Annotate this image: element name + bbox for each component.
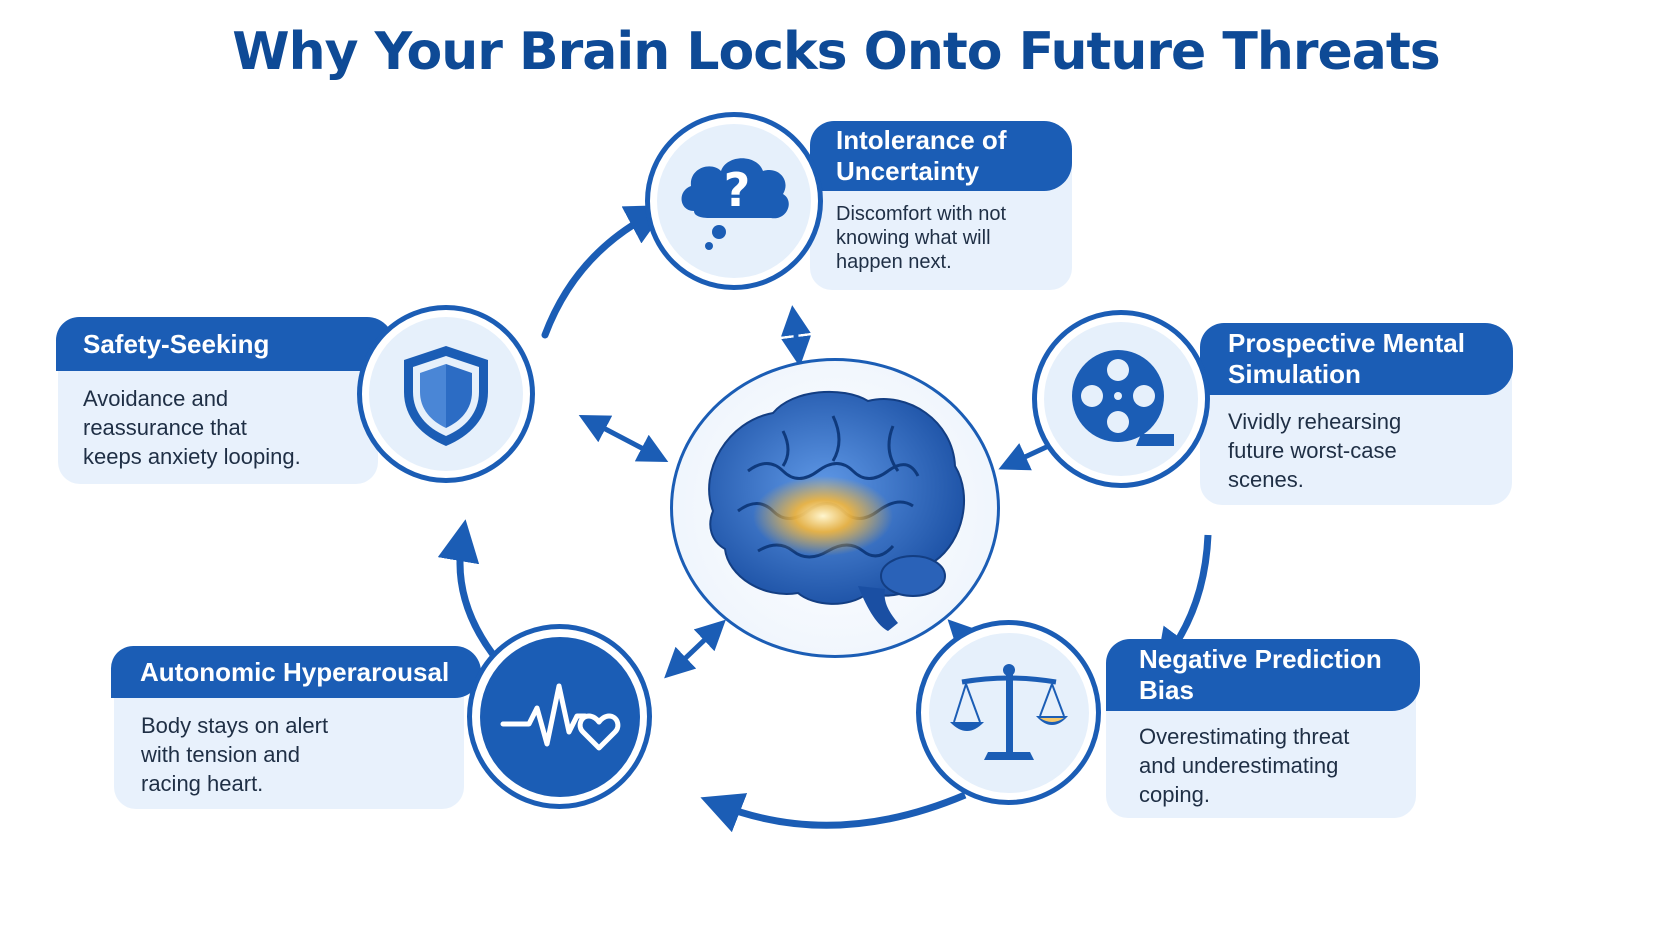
arrow-safety-to-uncertainty	[541, 205, 669, 339]
center-brain-circle	[670, 358, 1000, 658]
prediction-title-line2: Bias	[1139, 675, 1194, 705]
hyperarousal-title-line1: Autonomic Hyperarousal	[140, 656, 450, 687]
brain-icon	[708, 390, 966, 631]
simulation-title-line1: Prospective Mental	[1228, 328, 1465, 358]
node-simulation	[1032, 310, 1210, 488]
node-uncertainty: ?	[645, 112, 823, 290]
arrow-center-uncertainty	[780, 305, 812, 367]
arrow-prediction-to-hyperarousal	[700, 791, 967, 833]
node-hyperarousal	[467, 624, 652, 809]
arrow-simulation-to-prediction	[1155, 534, 1212, 672]
safety-title-line1: Safety-Seeking	[83, 328, 270, 359]
safety-description: Avoidance and reassurance that keeps anx…	[83, 386, 301, 469]
hyperarousal-title: Autonomic Hyperarousal	[111, 646, 481, 698]
prediction-title: Negative Prediction Bias	[1106, 639, 1420, 711]
uncertainty-title: Intolerance of Uncertainty	[810, 121, 1072, 191]
page-title: Why Your Brain Locks Onto Future Threats	[232, 22, 1440, 82]
uncertainty-title-line2: Uncertainty	[836, 156, 980, 186]
simulation-title-line2: Simulation	[1228, 359, 1361, 389]
arrow-center-hyperarousal	[664, 619, 726, 679]
scales-icon	[949, 663, 1068, 760]
film-reel-icon	[1072, 350, 1174, 446]
prediction-title-line1: Negative Prediction	[1139, 644, 1382, 674]
question-cloud-icon: ?	[681, 158, 789, 250]
simulation-title: Prospective Mental Simulation	[1200, 323, 1513, 395]
node-safety	[357, 305, 535, 483]
shield-icon	[404, 346, 488, 446]
hyperarousal-description: Body stays on alert with tension and rac…	[141, 713, 329, 796]
uncertainty-title-line1: Intolerance of	[836, 125, 1007, 155]
svg-text:?: ?	[724, 163, 751, 217]
prediction-description: Overestimating threat and underestimatin…	[1139, 724, 1350, 807]
arrow-center-safety	[578, 415, 669, 462]
heartbeat-icon	[500, 683, 620, 750]
uncertainty-description: Discomfort with not knowing what will ha…	[836, 203, 1007, 273]
node-prediction	[916, 620, 1101, 805]
simulation-description: Vividly rehearsing future worst-case sce…	[1228, 409, 1402, 492]
safety-title: Safety-Seeking	[56, 317, 394, 371]
